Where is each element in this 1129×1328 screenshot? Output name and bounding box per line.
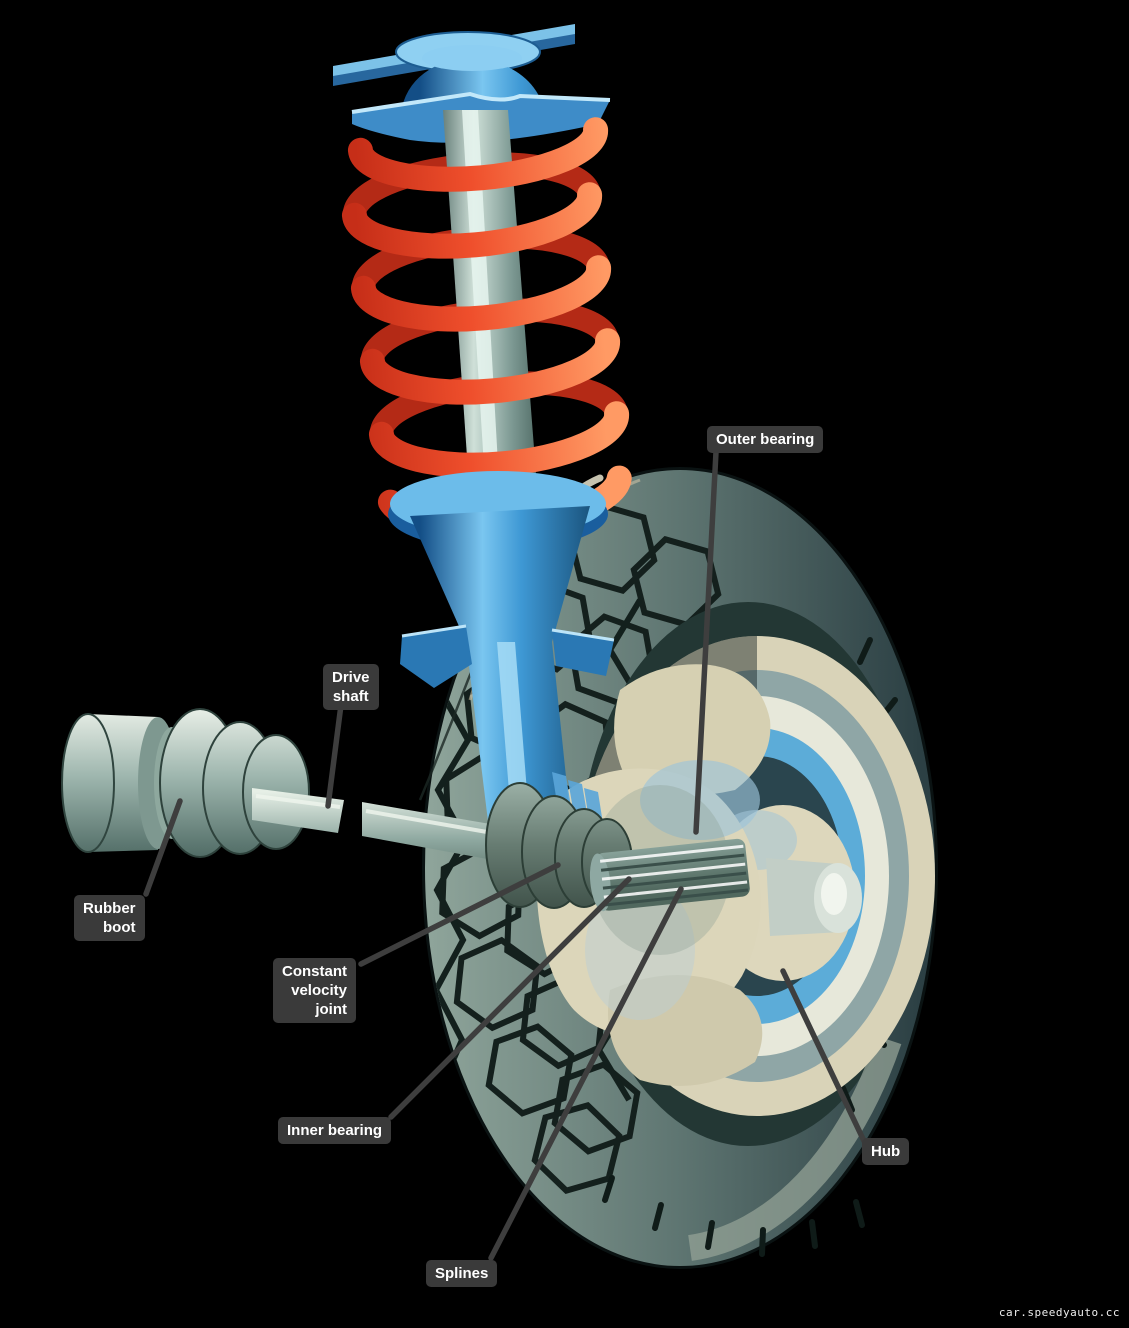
label-splines: Splines bbox=[426, 1260, 498, 1287]
strut-funnel bbox=[410, 506, 590, 642]
label-outer-bearing: Outer bearing bbox=[707, 426, 824, 453]
watermark: car.speedyauto.cc bbox=[998, 1306, 1120, 1319]
spline-ridges bbox=[599, 844, 749, 907]
leader-line-rubber-boot bbox=[143, 798, 183, 897]
leader-lines bbox=[143, 449, 867, 1261]
rubber-boot-left bbox=[159, 708, 310, 858]
strut-clamp-bracket bbox=[400, 624, 615, 688]
leader-line-hub bbox=[780, 968, 867, 1144]
cv-boot-inner bbox=[485, 782, 633, 909]
label-drive-shaft: Drive shaft bbox=[323, 664, 379, 710]
leader-line-outer-bearing bbox=[693, 449, 719, 835]
drive-shaft-assembly bbox=[61, 708, 750, 912]
leader-line-drive-shaft bbox=[325, 702, 344, 809]
label-inner-bearing: Inner bearing bbox=[278, 1117, 392, 1144]
leader-line-inner-bearing bbox=[388, 876, 632, 1120]
hub-stub-axle bbox=[766, 858, 862, 936]
label-hub: Hub bbox=[862, 1138, 910, 1165]
leader-line-splines bbox=[488, 886, 684, 1261]
label-constant-velocity-joint: Constant velocity joint bbox=[273, 958, 356, 1023]
leader-line-cv-joint bbox=[358, 862, 561, 967]
splined-shaft bbox=[589, 838, 750, 912]
label-rubber-boot: Rubber boot bbox=[74, 895, 145, 941]
